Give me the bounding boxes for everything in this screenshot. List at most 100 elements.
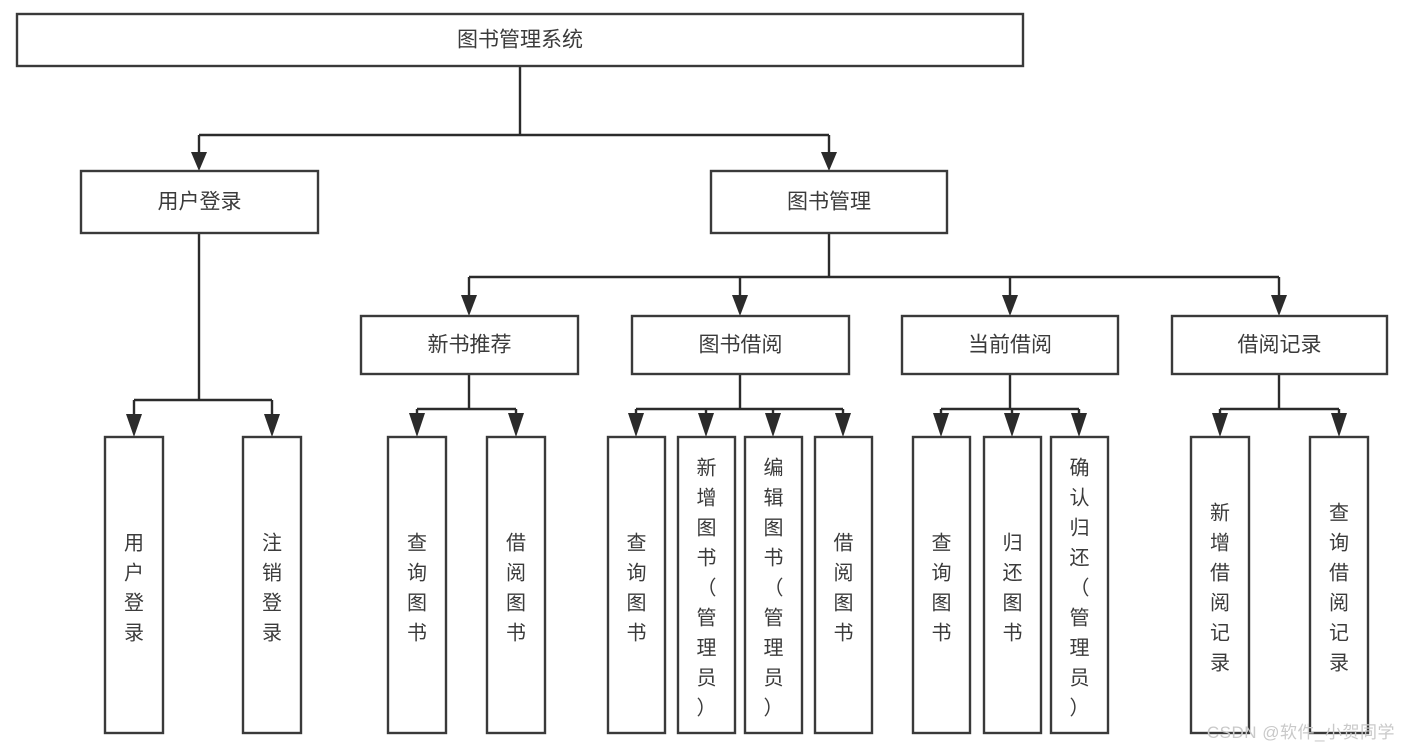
node-leaf-query-book-1-label-char: 查 — [407, 531, 427, 554]
node-leaf-query-book-2-label-char: 询 — [627, 561, 647, 584]
node-leaf-query-book-1-label-char: 书 — [407, 621, 427, 644]
arrowhead-current-borrow — [1002, 295, 1018, 316]
node-leaf-edit-book-label-char: 辑 — [764, 486, 784, 509]
node-leaf-user-login-label-char: 登 — [124, 591, 144, 614]
node-book-borrow-box — [630, 314, 851, 376]
node-leaf-user-logout-label-char: 录 — [262, 622, 282, 644]
node-leaf-query-book-1[interactable]: 查询图书查询图书 — [386, 435, 448, 735]
node-leaf-confirm-return-label-char: ） — [1070, 696, 1090, 719]
node-new-book-rec[interactable]: 新书推荐 — [359, 314, 580, 376]
node-leaf-user-login[interactable]: 用户登录用户登录 — [103, 435, 165, 735]
arrowhead-leaf-add-book — [698, 413, 714, 437]
node-leaf-return-book-label-char: 书 — [1003, 621, 1023, 644]
arrowhead-leaf-add-record — [1212, 413, 1228, 437]
node-current-borrow[interactable]: 当前借阅 — [900, 314, 1120, 376]
arrowhead-book-borrow — [732, 295, 748, 316]
connector-group-borrow-record — [1212, 374, 1347, 437]
node-leaf-add-record-label-char: 借 — [1210, 561, 1230, 584]
node-leaf-edit-book-label-char: 编 — [764, 456, 784, 479]
node-leaf-edit-book-label-char: （ — [764, 576, 784, 599]
node-root[interactable]: 图书管理系统 — [15, 12, 1025, 68]
node-leaf-add-book-label-char: 图 — [697, 517, 717, 539]
node-leaf-user-login-label-char: 用 — [124, 532, 144, 554]
connector-group-new-book-rec — [409, 374, 524, 437]
node-leaf-add-book-label-char: 增 — [697, 486, 717, 509]
connector-group-root — [191, 66, 837, 171]
node-leaf-add-book-label-char: 新 — [697, 456, 717, 479]
node-leaf-query-book-2-label-char: 书 — [627, 621, 647, 644]
node-leaf-add-book-label-char: ） — [697, 696, 717, 719]
node-leaf-edit-book-label-char: 管 — [764, 606, 784, 629]
node-current-borrow-label: 当前借阅 — [968, 334, 1052, 357]
node-book-borrow-label: 图书借阅 — [699, 334, 783, 357]
connector-group-book-borrow — [628, 374, 851, 437]
node-leaf-confirm-return-label-char: 管 — [1070, 606, 1090, 629]
node-leaf-query-record-label-char: 录 — [1329, 652, 1349, 674]
node-leaf-query-record[interactable]: 查询借阅记录查询借阅记录 — [1308, 435, 1370, 735]
node-leaf-edit-book-label-char: 图 — [764, 517, 784, 539]
connector-group-user-login — [126, 233, 280, 437]
node-leaf-add-book-label-char: 书 — [697, 546, 717, 569]
node-leaf-add-book-label-char: 管 — [697, 606, 717, 629]
node-leaf-add-record-label-char: 阅 — [1210, 591, 1230, 614]
node-leaf-borrow-book-1[interactable]: 借阅图书借阅图书 — [485, 435, 547, 735]
node-leaf-query-record-label-char: 记 — [1329, 621, 1349, 644]
node-leaf-return-book-label-char: 图 — [1003, 592, 1023, 614]
node-leaf-query-book-1-box — [386, 435, 448, 735]
node-leaf-borrow-book-1-label-char: 阅 — [506, 561, 526, 584]
node-leaf-return-book[interactable]: 归还图书归还图书 — [982, 435, 1043, 735]
node-leaf-query-book-3-label-char: 书 — [932, 621, 952, 644]
node-leaf-user-logout[interactable]: 注销登录注销登录 — [241, 435, 303, 735]
node-book-borrow[interactable]: 图书借阅 — [630, 314, 851, 376]
node-leaf-user-login-label-char: 户 — [124, 561, 144, 584]
arrowhead-leaf-return-book — [1004, 413, 1020, 437]
arrowhead-user-login — [191, 152, 207, 171]
node-leaf-query-record-label-char: 询 — [1329, 531, 1349, 554]
node-leaf-query-record-label-char: 阅 — [1329, 591, 1349, 614]
node-leaf-return-book-label-char: 归 — [1003, 531, 1023, 554]
node-leaf-query-record-box — [1308, 435, 1370, 735]
node-leaf-query-book-3[interactable]: 查询图书查询图书 — [911, 435, 972, 735]
node-leaf-query-record-label-char: 查 — [1329, 501, 1349, 524]
node-borrow-record-label: 借阅记录 — [1238, 334, 1322, 357]
arrowhead-leaf-confirm-return — [1071, 413, 1087, 437]
arrowhead-leaf-query-book-2 — [628, 413, 644, 437]
node-leaf-borrow-book-2[interactable]: 借阅图书借阅图书 — [813, 435, 874, 735]
node-leaf-confirm-return-label-char: 员 — [1070, 667, 1090, 689]
node-leaf-confirm-return-label-char: （ — [1070, 576, 1090, 599]
node-leaf-query-book-2[interactable]: 查询图书查询图书 — [606, 435, 667, 735]
node-book-manage[interactable]: 图书管理 — [709, 169, 949, 235]
node-user-login[interactable]: 用户登录 — [79, 169, 320, 235]
node-leaf-add-record-label-char: 记 — [1210, 621, 1230, 644]
node-leaf-confirm-return-label-char: 归 — [1070, 516, 1090, 539]
node-current-borrow-box — [900, 314, 1120, 376]
node-new-book-rec-label: 新书推荐 — [428, 334, 512, 357]
arrowhead-new-book-rec — [461, 295, 477, 316]
node-leaf-add-record-label-char: 录 — [1210, 652, 1230, 674]
node-borrow-record-box — [1170, 314, 1389, 376]
node-leaf-user-logout-label-char: 登 — [262, 591, 282, 614]
node-leaf-edit-book-label-char: ） — [764, 696, 784, 719]
arrowhead-book-manage — [821, 152, 837, 171]
arrowhead-leaf-borrow-book-1 — [508, 413, 524, 437]
node-leaf-query-book-2-box — [606, 435, 667, 735]
connector-group-current-borrow — [933, 374, 1087, 437]
node-borrow-record[interactable]: 借阅记录 — [1170, 314, 1389, 376]
node-leaf-query-book-1-label-char: 图 — [407, 592, 427, 614]
arrowhead-borrow-record — [1271, 295, 1287, 316]
connector-group-book-manage — [461, 233, 1287, 316]
node-user-login-box — [79, 169, 320, 235]
node-leaf-add-record[interactable]: 新增借阅记录新增借阅记录 — [1189, 435, 1251, 735]
node-leaf-confirm-return-label-char: 还 — [1070, 546, 1090, 569]
node-leaf-borrow-book-2-label-char: 图 — [834, 592, 854, 614]
node-root-label: 图书管理系统 — [457, 29, 583, 52]
node-leaf-query-book-3-label-char: 询 — [932, 561, 952, 584]
node-leaf-borrow-book-1-box — [485, 435, 547, 735]
node-leaf-return-book-box — [982, 435, 1043, 735]
arrowhead-leaf-edit-book — [765, 413, 781, 437]
